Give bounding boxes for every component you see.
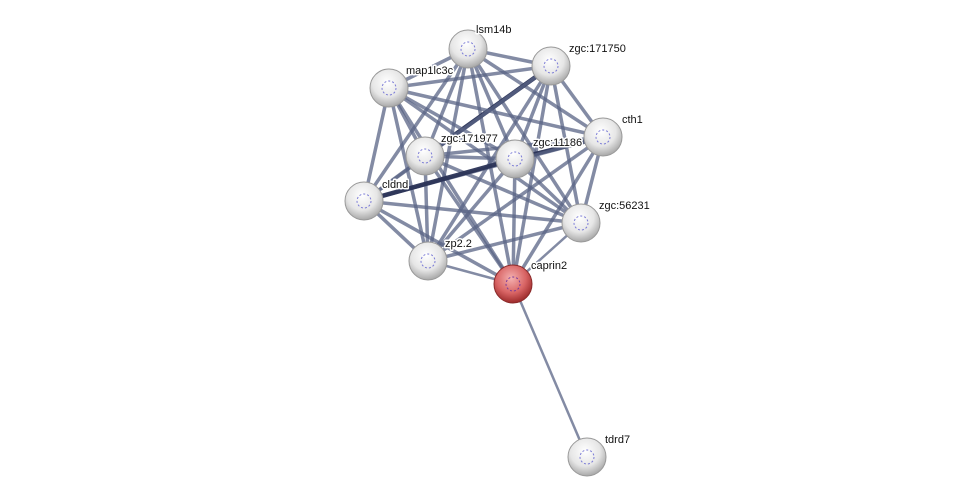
- node-zgc171750[interactable]: zgc:171750: [531, 42, 627, 86]
- edge-map1lc3c-zgc56231[interactable]: [387, 86, 583, 225]
- protein-structure-icon: [507, 151, 523, 167]
- node-circle[interactable]: [583, 117, 623, 157]
- edge-zgc11186-cldnd[interactable]: [363, 156, 516, 204]
- edge-zgc171750-zp22[interactable]: [426, 65, 553, 262]
- node-lsm14b[interactable]: lsm14b: [448, 23, 513, 69]
- protein-structure-icon: [543, 58, 559, 74]
- edge-map1lc3c-cth1[interactable]: [388, 86, 604, 139]
- node-map1lc3c[interactable]: map1lc3c: [369, 64, 455, 108]
- node-label: caprin2: [531, 260, 567, 272]
- node-label: tdrd7: [605, 434, 630, 446]
- node-circle[interactable]: [531, 46, 571, 86]
- edge-zgc11186-caprin2[interactable]: [511, 158, 517, 285]
- node-zp22[interactable]: zp2.2: [408, 237, 473, 281]
- node-label: zgc:171977: [441, 133, 498, 145]
- edge-lsm14b-zgc11186[interactable]: [466, 48, 517, 160]
- node-circle[interactable]: [567, 437, 607, 477]
- protein-structure-icon: [460, 41, 476, 57]
- edge-zgc56231-zp22[interactable]: [427, 221, 582, 263]
- node-circle[interactable]: [405, 136, 445, 176]
- protein-structure-icon: [579, 449, 595, 465]
- node-circle[interactable]: [369, 68, 409, 108]
- protein-structure-icon: [417, 148, 433, 164]
- node-label: zp2.2: [445, 238, 472, 250]
- node-zgc11186[interactable]: zgc:11186: [495, 136, 584, 179]
- edge-caprin2-tdrd7[interactable]: [511, 283, 589, 458]
- edge-zgc171750-map1lc3c[interactable]: [388, 64, 552, 90]
- node-tdrd7[interactable]: tdrd7: [567, 433, 632, 477]
- edge-zgc171977-caprin2[interactable]: [423, 155, 515, 285]
- node-circle[interactable]: [495, 139, 535, 179]
- node-label: zgc:11186: [533, 137, 582, 149]
- node-circle[interactable]: [408, 241, 448, 281]
- node-zgc56231[interactable]: zgc:56231: [561, 199, 651, 243]
- edge-cldnd-zgc56231[interactable]: [363, 199, 582, 225]
- node-caprin2[interactable]: caprin2: [493, 259, 569, 304]
- node-zgc171977[interactable]: zgc:171977: [405, 132, 499, 176]
- node-label: cth1: [622, 114, 643, 126]
- node-label: zgc:56231: [599, 200, 650, 212]
- node-cth1[interactable]: cth1: [583, 113, 644, 157]
- edge-lsm14b-cldnd[interactable]: [362, 48, 470, 202]
- node-label: lsm14b: [476, 24, 511, 36]
- node-label: map1lc3c: [406, 65, 454, 77]
- protein-structure-icon: [381, 80, 397, 96]
- protein-structure-icon: [573, 215, 589, 231]
- node-label: cldnd: [382, 179, 408, 191]
- edge-zgc171977-zgc56231[interactable]: [424, 154, 582, 225]
- node-label: zgc:171750: [569, 43, 626, 55]
- edge-cldnd-caprin2[interactable]: [363, 199, 514, 286]
- node-circle[interactable]: [493, 264, 533, 304]
- protein-structure-icon: [595, 129, 611, 145]
- edge-cth1-caprin2[interactable]: [511, 136, 605, 285]
- node-circle[interactable]: [448, 29, 488, 69]
- node-circle[interactable]: [344, 181, 384, 221]
- node-cldnd[interactable]: cldnd: [344, 178, 410, 221]
- node-circle[interactable]: [561, 203, 601, 243]
- protein-structure-icon: [505, 276, 521, 292]
- protein-structure-icon: [356, 193, 372, 209]
- protein-structure-icon: [420, 253, 436, 269]
